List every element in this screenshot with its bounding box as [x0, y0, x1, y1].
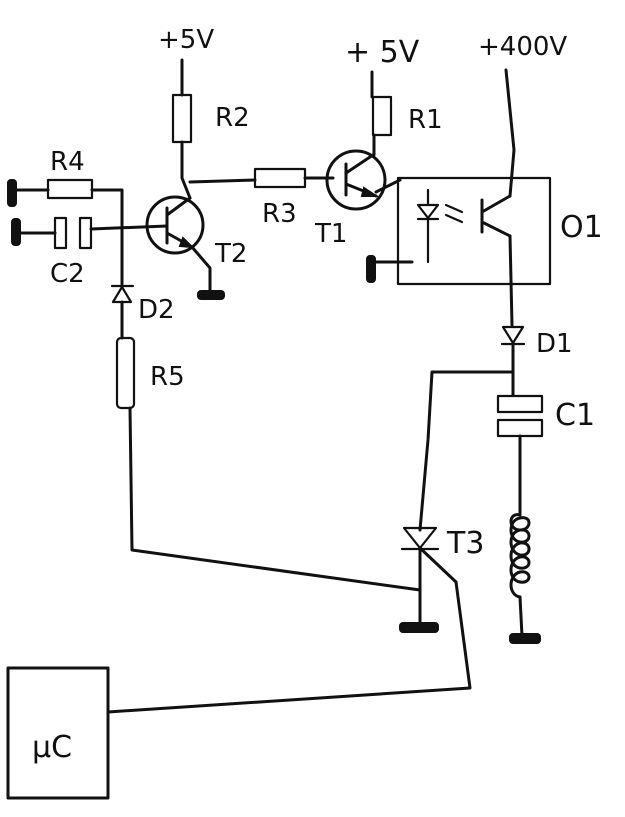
label-c2: C2: [50, 259, 85, 289]
resistor-r4: [46, 178, 94, 200]
capacitor-c1-plate-b: [496, 418, 544, 438]
ground-o1: [366, 255, 376, 283]
wire-c2-right: [89, 224, 169, 231]
wire-c1-node-t3: [418, 370, 515, 532]
capacitor-c1-plate-a: [496, 394, 544, 414]
o1-light-arrows: [444, 203, 464, 224]
resistor-r1: [371, 95, 393, 137]
terminal-r4: [7, 179, 17, 207]
wire-r4-right: [90, 188, 124, 230]
label-r4: R4: [50, 147, 85, 177]
label-r3: R3: [262, 199, 297, 229]
label-r1: R1: [408, 105, 443, 135]
t2-emitter-arrow: [178, 236, 195, 249]
diode-d2: [110, 284, 135, 304]
ground-t3: [399, 622, 439, 633]
terminal-c2: [11, 218, 21, 246]
o1-led: [416, 203, 440, 221]
wire-r2-node: [180, 140, 192, 200]
resistor-r3: [253, 167, 307, 189]
label-t3: T3: [446, 526, 484, 561]
label-r5: R5: [150, 362, 185, 392]
supply-label-r2: +5V: [158, 25, 214, 55]
supply-label-hv: +400V: [478, 32, 567, 62]
label-r2: R2: [215, 103, 250, 133]
ground-inductor: [509, 633, 541, 644]
label-t2: T2: [214, 239, 247, 269]
t2-collector: [165, 196, 192, 217]
label-d1: D1: [536, 329, 573, 359]
inductor-coil: [509, 513, 531, 599]
label-o1: O1: [560, 210, 603, 245]
microcontroller-uc: [6, 666, 110, 800]
wire-t1-o1: [374, 178, 402, 194]
t3-gate: [418, 546, 458, 584]
wire-t2-emitter-gnd: [190, 245, 212, 294]
t1-emitter-arrow: [360, 186, 380, 197]
wire-r5-t3: [128, 406, 422, 592]
wire-gate-uc: [106, 580, 472, 714]
wire-inductor-gnd: [518, 595, 524, 638]
t1-collector: [344, 153, 375, 175]
transistor-t2: [145, 195, 205, 255]
wire-node-r3: [188, 178, 257, 184]
o1-phototransistor: [480, 194, 512, 238]
resistor-r2: [171, 93, 193, 144]
resistor-r5: [115, 336, 136, 410]
capacitor-c2-plate-a: [53, 216, 68, 250]
ground-t2: [197, 290, 225, 300]
wire-hv-supply: [504, 68, 516, 198]
capacitor-c2-plate-b: [78, 216, 93, 250]
label-d2: D2: [138, 295, 175, 325]
transistor-t1: [325, 149, 387, 211]
supply-label-r1: + 5V: [345, 35, 420, 70]
diode-d1: [500, 325, 526, 346]
optocoupler-o1: [396, 176, 552, 286]
label-uc: µC: [32, 730, 72, 765]
wire-o1-d1: [508, 234, 514, 327]
label-t1: T1: [314, 219, 347, 249]
label-c1: C1: [555, 398, 595, 433]
